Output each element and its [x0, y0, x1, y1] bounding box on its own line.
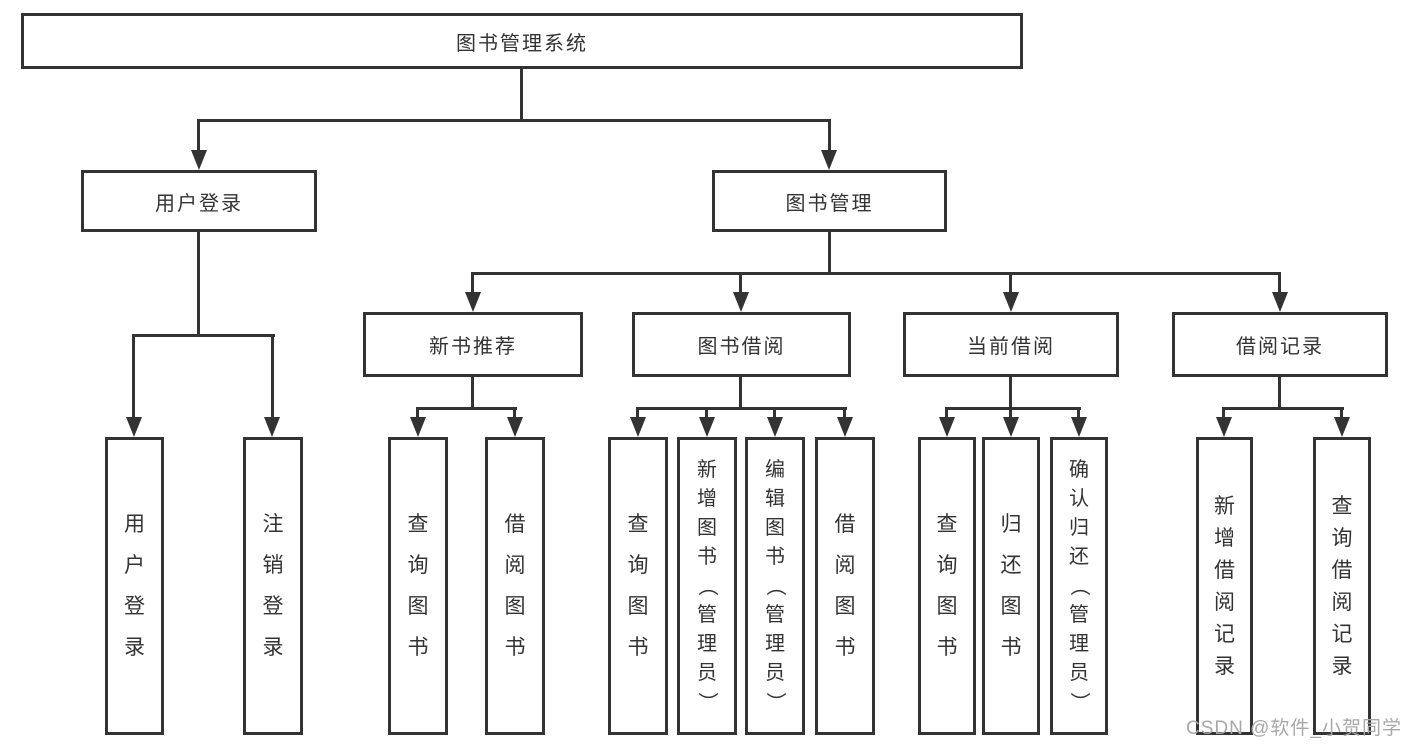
- arrowhead-down-icon: [1071, 417, 1087, 437]
- connector-line: [705, 407, 708, 421]
- node-label: 当前借阅: [967, 336, 1055, 358]
- leaf-query-books-current: 查询图书: [918, 437, 976, 735]
- arrowhead-down-icon: [1003, 417, 1019, 437]
- arrowhead-down-icon: [1272, 292, 1288, 312]
- arrowhead-down-icon: [630, 417, 646, 437]
- arrowhead-down-icon: [837, 417, 853, 437]
- leaf-logout: 注销登录: [243, 437, 303, 735]
- connector-line: [471, 377, 474, 407]
- connector-line: [197, 119, 831, 122]
- connector-line: [945, 407, 1081, 410]
- arrowhead-down-icon: [264, 417, 280, 437]
- node-label: 归还图书: [1000, 513, 1022, 659]
- arrowhead-down-icon: [465, 292, 481, 312]
- connector-line: [828, 232, 831, 272]
- arrowhead-down-icon: [1216, 417, 1232, 437]
- node-label: 图书管理: [785, 192, 874, 215]
- arrowhead-down-icon: [821, 150, 837, 170]
- leaf-edit-book-admin: 编辑图书（管理员）: [745, 437, 805, 735]
- connector-line: [1009, 407, 1012, 421]
- connector-line: [132, 334, 275, 337]
- leaf-borrow-books: 借阅图书: [815, 437, 875, 735]
- node-label: 新书推荐: [429, 336, 517, 358]
- connector-line: [471, 272, 474, 294]
- arrowhead-down-icon: [699, 417, 715, 437]
- node-label: 注销登录: [262, 513, 284, 659]
- arrowhead-down-icon: [767, 417, 783, 437]
- connector-line: [416, 407, 517, 410]
- connector-line: [520, 67, 523, 119]
- connector-line: [1222, 407, 1344, 410]
- node-label: 借阅图书: [504, 513, 526, 659]
- connector-line: [416, 407, 419, 421]
- node-label: 用户登录: [124, 513, 145, 659]
- leaf-add-book-admin: 新增图书（管理员）: [677, 437, 737, 735]
- node-user-login: 用户登录: [81, 170, 317, 232]
- connector-line: [636, 407, 639, 421]
- arrowhead-down-icon: [733, 292, 749, 312]
- arrowhead-down-icon: [126, 417, 142, 437]
- connector-line: [1278, 377, 1281, 407]
- connector-line: [739, 272, 742, 294]
- node-library-system: 图书管理系统: [21, 13, 1023, 69]
- connector-line: [1340, 407, 1343, 421]
- node-label: 借阅记录: [1236, 336, 1324, 358]
- node-label: 图书借阅: [697, 336, 786, 358]
- node-label: 查询借阅记录: [1331, 494, 1353, 678]
- arrowhead-down-icon: [1003, 292, 1019, 312]
- connector-line: [471, 272, 1281, 275]
- node-label: 用户登录: [155, 192, 243, 215]
- leaf-return-books: 归还图书: [982, 437, 1040, 735]
- leaf-query-borrow-record: 查询借阅记录: [1313, 437, 1371, 735]
- connector-line: [513, 407, 516, 421]
- connector-line: [1077, 407, 1080, 421]
- leaf-query-books-recommend: 查询图书: [388, 437, 448, 735]
- node-label: 编辑图书（管理员）: [764, 459, 786, 712]
- connector-line: [1278, 272, 1281, 294]
- node-new-book-recommend: 新书推荐: [363, 312, 583, 377]
- node-label: 图书管理系统: [456, 32, 588, 55]
- connector-line: [636, 407, 847, 410]
- connector-line: [1222, 407, 1225, 421]
- node-label: 借阅图书: [834, 513, 856, 659]
- node-current-borrow: 当前借阅: [903, 312, 1119, 377]
- leaf-confirm-return-admin: 确认归还（管理员）: [1050, 437, 1108, 735]
- node-label: 确认归还（管理员）: [1068, 459, 1090, 712]
- connector-line: [271, 334, 274, 418]
- connector-line: [828, 119, 831, 152]
- watermark: CSDN @软件_小贺同学: [1186, 718, 1402, 739]
- node-label: 新增图书（管理员）: [696, 459, 718, 712]
- arrowhead-down-icon: [507, 417, 523, 437]
- node-label: 查询图书: [627, 513, 649, 659]
- leaf-borrow-books-recommend: 借阅图书: [485, 437, 545, 735]
- connector-line: [843, 407, 846, 421]
- leaf-add-borrow-record: 新增借阅记录: [1196, 437, 1253, 735]
- connector-line: [1009, 377, 1012, 407]
- connector-line: [739, 377, 742, 407]
- arrowhead-down-icon: [939, 417, 955, 437]
- node-book-borrow: 图书借阅: [632, 312, 851, 377]
- node-label: 查询图书: [936, 513, 958, 659]
- connector-line: [945, 407, 948, 421]
- arrowhead-down-icon: [410, 417, 426, 437]
- connector-line: [197, 232, 200, 334]
- connector-line: [773, 407, 776, 421]
- connector-line: [1009, 272, 1012, 294]
- leaf-user-login: 用户登录: [105, 437, 164, 735]
- node-book-management: 图书管理: [712, 170, 947, 232]
- arrowhead-down-icon: [1334, 417, 1350, 437]
- arrowhead-down-icon: [191, 150, 207, 170]
- leaf-query-books-borrow: 查询图书: [608, 437, 668, 735]
- node-label: 新增借阅记录: [1214, 494, 1235, 678]
- node-borrow-records: 借阅记录: [1172, 312, 1388, 377]
- connector-line: [132, 334, 135, 418]
- connector-line: [197, 119, 200, 152]
- node-label: 查询图书: [407, 513, 429, 659]
